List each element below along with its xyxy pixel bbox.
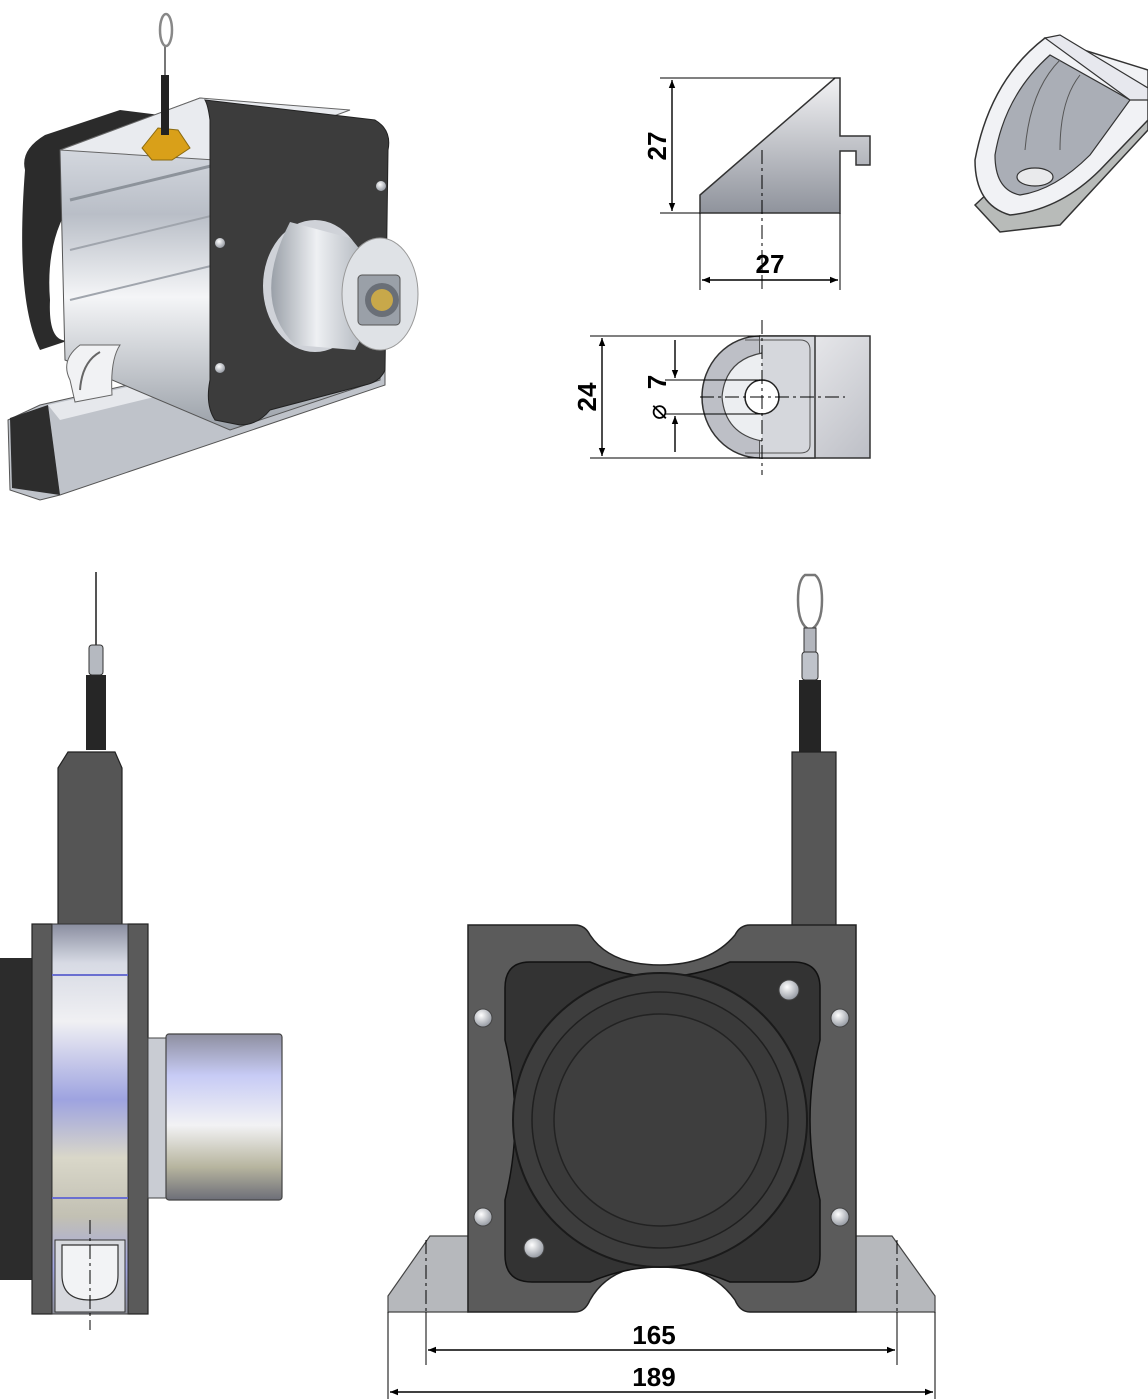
dim-bracket-width: 27 (756, 249, 785, 279)
bracket-isometric-view (973, 34, 1148, 233)
dim-mount-spacing: 165 (632, 1320, 675, 1350)
dim-overall-width: 189 (632, 1362, 675, 1392)
sensor-side-view (0, 572, 283, 1330)
bracket-side-view: 27 27 (642, 77, 871, 290)
dim-hole-diameter: 7 (642, 375, 672, 389)
sensor-front-view: 165 189 (387, 573, 936, 1399)
bracket-top-view: 24 7 ⌀ (572, 320, 871, 475)
dim-bracket-depth: 24 (572, 382, 602, 411)
isometric-sensor-view (7, 12, 419, 501)
dim-bracket-height: 27 (642, 132, 672, 161)
diameter-symbol: ⌀ (642, 404, 672, 420)
